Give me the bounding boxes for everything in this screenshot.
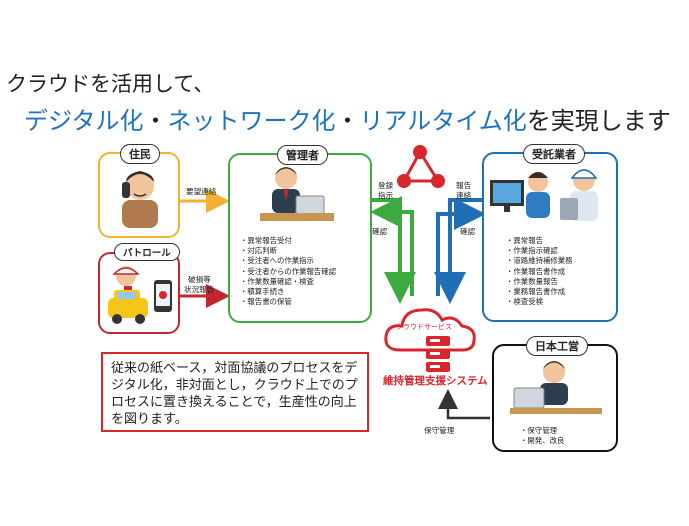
contractor-task: 作業数量報告: [506, 277, 573, 287]
label-damage-1: 破損等: [188, 275, 211, 284]
heading-tail: を実現します: [526, 107, 671, 135]
arrow-register: [372, 198, 416, 304]
manager-task: 対応判断: [240, 246, 336, 256]
share-network-icon: [397, 145, 445, 188]
label-confirm-right: 確認: [460, 227, 476, 236]
heading-realtime: リアルタイム化: [359, 107, 527, 135]
arrow-maintenance: [438, 389, 490, 420]
engineer-person-icon: [510, 361, 602, 414]
resident-title: 住民: [120, 144, 160, 164]
contractor-task: 異常報告: [506, 236, 573, 246]
label-report-1: 報告: [456, 181, 472, 190]
system-name: 維持管理支援システム: [383, 375, 488, 387]
nihon-title: 日本工営: [526, 336, 588, 356]
manager-task: 積算手続き: [240, 287, 336, 297]
patrol-car-icon: [108, 266, 172, 324]
nihon-task: 開発、改良: [520, 436, 564, 446]
label-report-2: 連絡: [456, 191, 472, 200]
contractor-task: 作業報告書作成: [506, 267, 573, 277]
label-request: 要望連絡: [186, 187, 217, 196]
contractor-task: 業務報告書作成: [506, 287, 573, 297]
cloud-icon: [384, 308, 476, 352]
manager-task: 異常報告受付: [240, 236, 336, 246]
contractor-task: 道路維持補修業務: [506, 256, 572, 266]
note-box: 従来の紙ベース，対面協議のプロセスをデジタル化，非対面とし，クラウド上でのプロセ…: [101, 352, 369, 432]
label-register-1: 登録: [378, 181, 394, 190]
nihon-task-list: 保守管理 開発、改良: [520, 426, 564, 446]
manager-task-list: 異常報告受付 対応判断 受注者への作業指示 受注者からの作業報告確認 作業数量確…: [240, 236, 336, 307]
contractor-task: 検査受検: [506, 297, 573, 307]
patrol-title: パトロール: [114, 243, 180, 261]
label-maintenance: 保守管理: [424, 426, 455, 435]
server-icon: [426, 336, 450, 372]
label-confirm-left: 確認: [372, 227, 388, 236]
contractor-title: 受託業者: [523, 144, 585, 164]
heading-dot2: ・: [335, 107, 360, 135]
arrow-confirm-left: [370, 196, 414, 296]
manager-task: 受注者への作業指示: [240, 256, 336, 266]
heading-digital: デジタル化: [24, 107, 144, 135]
contractor-task-list: 異常報告 作業指示確認 道路維持補修業務 作業報告書作成 作業数量報告 業務報告…: [506, 236, 573, 307]
manager-person-icon: [260, 167, 334, 221]
manager-title: 管理者: [277, 145, 328, 165]
label-register-2: 指示: [378, 191, 394, 200]
manager-task: 作業数量確認・検査: [240, 277, 336, 287]
resident-person-icon: [122, 171, 158, 228]
contractor-task: 作業指示確認: [506, 246, 573, 256]
manager-task: 報告書の保管: [240, 297, 336, 307]
heading-line2: デジタル化・ネットワーク化・リアルタイム化を実現します: [24, 101, 671, 136]
contractor-workers-icon: [490, 169, 598, 221]
cloud-service-label: クラウドサービス: [396, 323, 452, 331]
heading-network: ネットワーク化: [167, 107, 336, 135]
heading-line1: クラウドを活用して、: [6, 72, 215, 96]
manager-task: 受注者からの作業報告確認: [240, 267, 336, 277]
arrow-confirm-right: [436, 198, 486, 296]
heading-dot1: ・: [143, 107, 168, 135]
nihon-task: 保守管理: [520, 426, 564, 436]
label-damage-2: 状況報告: [184, 285, 215, 294]
